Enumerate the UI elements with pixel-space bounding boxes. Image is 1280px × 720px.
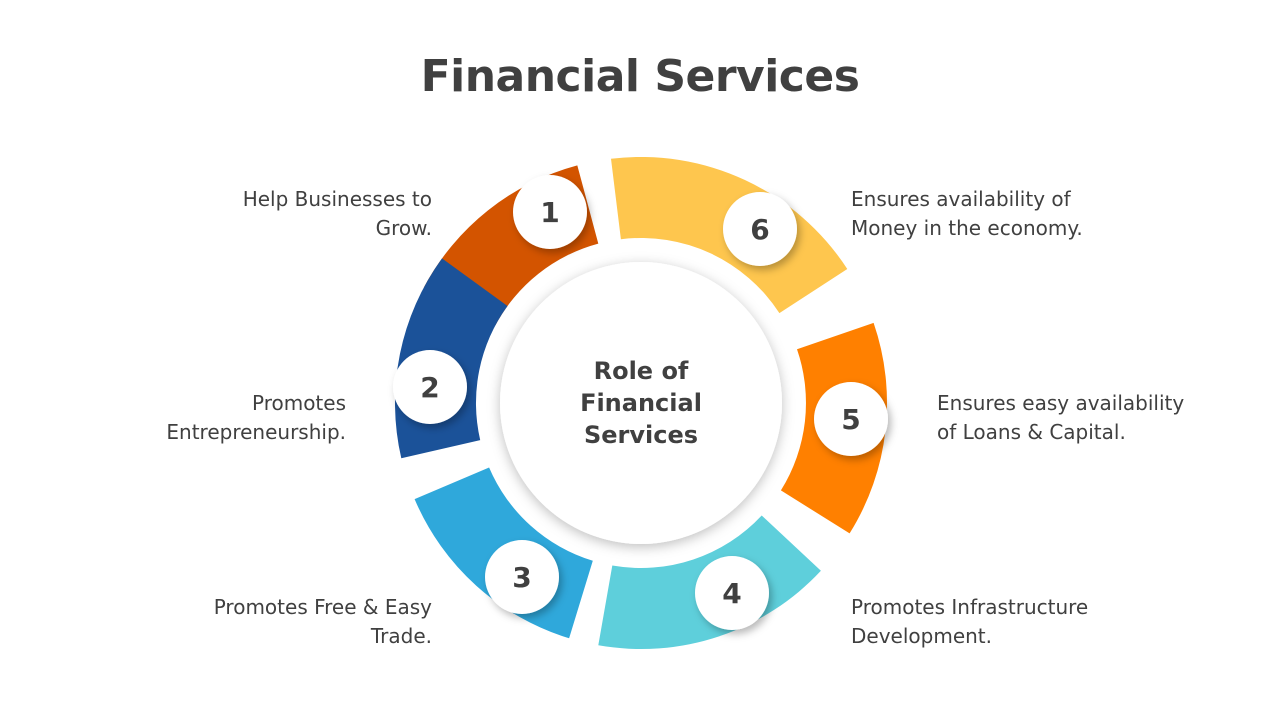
badge-4: 4 — [695, 556, 769, 630]
badge-number-3: 3 — [512, 561, 531, 594]
badge-number-1: 1 — [540, 196, 559, 229]
step-5-line-1: Ensures easy availability — [937, 391, 1185, 415]
step-4-line-2: Development. — [851, 624, 992, 648]
badge-3: 3 — [485, 540, 559, 614]
step-2-line-1: Promotes — [251, 391, 346, 415]
step-4-line-1: Promotes Infrastructure — [851, 595, 1089, 619]
badge-number-2: 2 — [420, 371, 439, 404]
step-3-line-2: Trade. — [370, 624, 432, 648]
badge-number-6: 6 — [750, 213, 769, 246]
step-5-description: Ensures easy availability of Loans & Cap… — [937, 389, 1184, 447]
badge-1: 1 — [513, 175, 587, 249]
badge-6: 6 — [723, 192, 797, 266]
step-5-line-2: of Loans & Capital. — [937, 420, 1126, 444]
step-6-description: Ensures availability of Money in the eco… — [851, 185, 1083, 243]
step-1-line-2: Grow. — [375, 216, 432, 240]
badge-number-4: 4 — [722, 577, 741, 610]
center-label-line-1: Role of — [594, 357, 689, 385]
center-label-line-2: Financial — [580, 389, 702, 417]
step-3-line-1: Promotes Free & Easy — [213, 595, 432, 619]
badge-5: 5 — [814, 382, 888, 456]
badge-number-5: 5 — [841, 403, 860, 436]
step-4-description: Promotes Infrastructure Development. — [851, 593, 1088, 651]
step-2-description: Promotes Entrepreneurship. — [166, 389, 346, 447]
badge-2: 2 — [393, 350, 467, 424]
center-label-line-3: Services — [584, 421, 698, 449]
step-6-line-1: Ensures availability of — [851, 187, 1071, 211]
step-3-description: Promotes Free & Easy Trade. — [214, 593, 432, 651]
center-circle: Role of Financial Services — [500, 262, 782, 544]
step-2-line-2: Entrepreneurship. — [166, 420, 346, 444]
page-title: Financial Services — [420, 51, 860, 102]
step-6-line-2: Money in the economy. — [851, 216, 1083, 240]
step-1-description: Help Businesses to Grow. — [243, 185, 432, 243]
step-1-line-1: Help Businesses to — [242, 187, 432, 211]
